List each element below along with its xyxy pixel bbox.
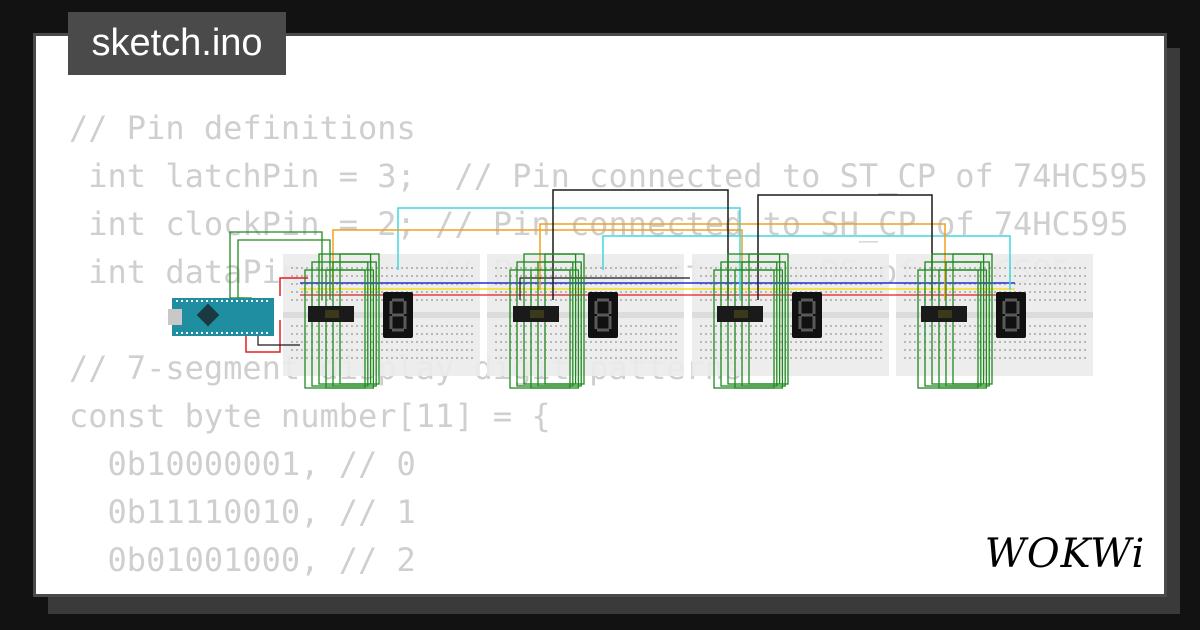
wire [537, 261, 582, 387]
wire [757, 194, 933, 300]
chip-label [734, 310, 748, 318]
chip-label [325, 310, 339, 318]
display-segments [798, 298, 816, 332]
code-line: int latchPin = 3; // Pin connected to ST… [69, 157, 1148, 195]
wire [519, 277, 690, 300]
breadboard-channel [896, 312, 1093, 318]
chip-label [938, 310, 952, 318]
wire [741, 261, 786, 387]
arduino-nano-board [172, 298, 274, 336]
wire [552, 189, 729, 300]
wire [279, 277, 308, 296]
code-line: 0b01100001, // 3 [69, 584, 1148, 594]
chip-label [530, 310, 544, 318]
wire [938, 269, 988, 389]
wire [245, 320, 281, 353]
breadboard-channel [487, 312, 684, 318]
wire [734, 269, 784, 389]
usb-connector [168, 309, 182, 325]
wire [945, 261, 990, 387]
wokwi-logo-text: WOKWi [985, 531, 1146, 577]
display-segments [389, 298, 407, 332]
breadboard-channel [283, 312, 480, 318]
wokwi-logo: WOKWi [985, 531, 1146, 577]
display-segments [1002, 298, 1020, 332]
wire [530, 269, 580, 389]
code-line: // Pin definitions [69, 109, 416, 147]
code-line: const byte number[11] = { [69, 397, 551, 435]
file-tab[interactable]: sketch.ino [68, 12, 286, 75]
wire [257, 336, 300, 346]
wire [325, 269, 375, 389]
code-line: 0b10000001, // 0 [69, 445, 416, 483]
code-line: 0b11110010, // 1 [69, 493, 416, 531]
display-segments [594, 298, 612, 332]
wire [332, 261, 377, 387]
wire [602, 235, 1011, 290]
code-line: 0b01001000, // 2 [69, 541, 416, 579]
breadboard-channel [692, 312, 889, 318]
